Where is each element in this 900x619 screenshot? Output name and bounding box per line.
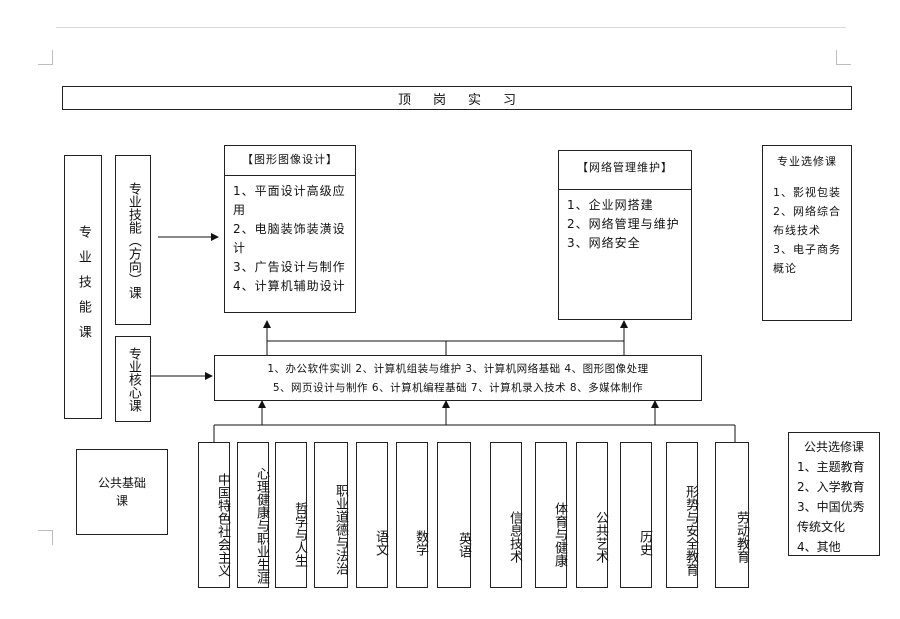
professional-elective-title: 专业选修课 bbox=[777, 155, 837, 168]
core-course-box: 专业核心课 bbox=[115, 336, 151, 422]
skill-direction-label: 专业技能（方向）课 bbox=[125, 181, 141, 299]
list-item: 2、入学教育 bbox=[797, 480, 865, 494]
list-item: 4、计算机辅助设计 bbox=[233, 279, 346, 293]
graphic-design-list: 1、平面设计高级应用 2、电脑装饰装潢设计 3、广告设计与制作 4、计算机辅助设… bbox=[225, 176, 355, 302]
public-course-label: 历史 bbox=[637, 530, 652, 556]
internship-label: 顶岗实习 bbox=[397, 92, 538, 108]
professional-elective-box: 专业选修课 1、影视包装 2、网络综合布线技术 3、电子商务概论 bbox=[762, 145, 852, 321]
public-course-box: 哲学与人生 bbox=[275, 442, 307, 588]
public-basic-label: 公共基础课 bbox=[98, 476, 147, 508]
professional-elective-list: 1、影视包装 2、网络综合布线技术 3、电子商务概论 bbox=[763, 175, 851, 282]
public-course-label: 公共艺术 bbox=[593, 511, 608, 563]
public-course-box: 体育与健康 bbox=[535, 442, 567, 588]
list-item: 1、企业网搭建 bbox=[567, 198, 654, 212]
public-course-label: 职业道德与法治 bbox=[333, 483, 348, 575]
public-course-box: 形势与安全教育 bbox=[666, 442, 698, 588]
list-item: 2、电脑装饰装潢设计 bbox=[233, 222, 346, 255]
professional-skills-label: 专业技能课 bbox=[75, 224, 91, 350]
list-item: 3、网络安全 bbox=[567, 236, 641, 250]
public-course-box: 劳动教育 bbox=[715, 442, 749, 588]
corner-mark-top-right bbox=[836, 50, 851, 65]
graphic-design-title: 【图形图像设计】 bbox=[225, 146, 355, 176]
public-course-label: 中国特色社会主义 bbox=[215, 473, 230, 577]
public-course-label: 信息技术 bbox=[507, 511, 522, 563]
public-basic-box: 公共基础课 bbox=[76, 449, 168, 535]
list-item: 1、影视包装 bbox=[773, 186, 841, 199]
public-course-label: 语文 bbox=[373, 530, 388, 556]
public-course-box: 英语 bbox=[437, 442, 471, 588]
skill-direction-box: 专业技能（方向）课 bbox=[115, 155, 151, 325]
public-course-box: 历史 bbox=[620, 442, 652, 588]
list-item: 1、主题教育 bbox=[797, 460, 865, 474]
public-course-box: 信息技术 bbox=[490, 442, 522, 588]
internship-box: 顶岗实习 bbox=[62, 86, 852, 110]
network-management-box: 【网络管理维护】 1、企业网搭建 2、网络管理与维护 3、网络安全 bbox=[558, 150, 692, 320]
graphic-design-box: 【图形图像设计】 1、平面设计高级应用 2、电脑装饰装潢设计 3、广告设计与制作… bbox=[224, 145, 356, 313]
core-course-label: 专业核心课 bbox=[125, 346, 141, 412]
corner-mark-top-left bbox=[38, 50, 53, 65]
public-elective-box: 公共选修课 1、主题教育 2、入学教育 3、中国优秀传统文化 4、其他 bbox=[788, 432, 880, 556]
public-course-box: 职业道德与法治 bbox=[314, 442, 348, 588]
list-item: 3、电子商务概论 bbox=[773, 243, 841, 275]
public-course-label: 劳动教育 bbox=[734, 511, 749, 563]
public-course-label: 形势与安全教育 bbox=[683, 484, 698, 576]
network-management-list: 1、企业网搭建 2、网络管理与维护 3、网络安全 bbox=[559, 190, 691, 259]
list-item: 2、网络综合布线技术 bbox=[773, 205, 841, 237]
core-course-line-1: 1、办公软件实训 2、计算机组装与维护 3、计算机网络基础 4、图形图像处理 bbox=[267, 363, 649, 375]
public-elective-title: 公共选修课 bbox=[803, 440, 864, 454]
list-item: 4、其他 bbox=[797, 540, 841, 554]
public-course-label: 心理健康与职业生涯 bbox=[254, 466, 269, 584]
network-management-title: 【网络管理维护】 bbox=[559, 151, 691, 190]
corner-mark-bottom-left bbox=[38, 530, 53, 545]
public-course-label: 英语 bbox=[456, 532, 471, 558]
public-course-label: 哲学与人生 bbox=[292, 501, 307, 567]
page-top-rule bbox=[56, 27, 846, 28]
public-course-label: 数学 bbox=[413, 530, 428, 556]
core-course-list-box: 1、办公软件实训 2、计算机组装与维护 3、计算机网络基础 4、图形图像处理 5… bbox=[214, 355, 702, 401]
public-course-box: 语文 bbox=[356, 442, 388, 588]
list-item: 1、平面设计高级应用 bbox=[233, 184, 346, 217]
list-item: 3、广告设计与制作 bbox=[233, 260, 346, 274]
list-item: 2、网络管理与维护 bbox=[567, 217, 680, 231]
public-course-box: 数学 bbox=[396, 442, 428, 588]
core-course-line-2: 5、网页设计与制作 6、计算机编程基础 7、计算机录入技术 8、多媒体制作 bbox=[272, 382, 644, 394]
public-course-label: 体育与健康 bbox=[552, 501, 567, 567]
public-course-box: 心理健康与职业生涯 bbox=[237, 442, 269, 588]
public-course-box: 中国特色社会主义 bbox=[198, 442, 230, 588]
public-course-box: 公共艺术 bbox=[576, 442, 608, 588]
list-item: 3、中国优秀传统文化 bbox=[797, 500, 865, 534]
professional-skills-box: 专业技能课 bbox=[64, 155, 102, 419]
